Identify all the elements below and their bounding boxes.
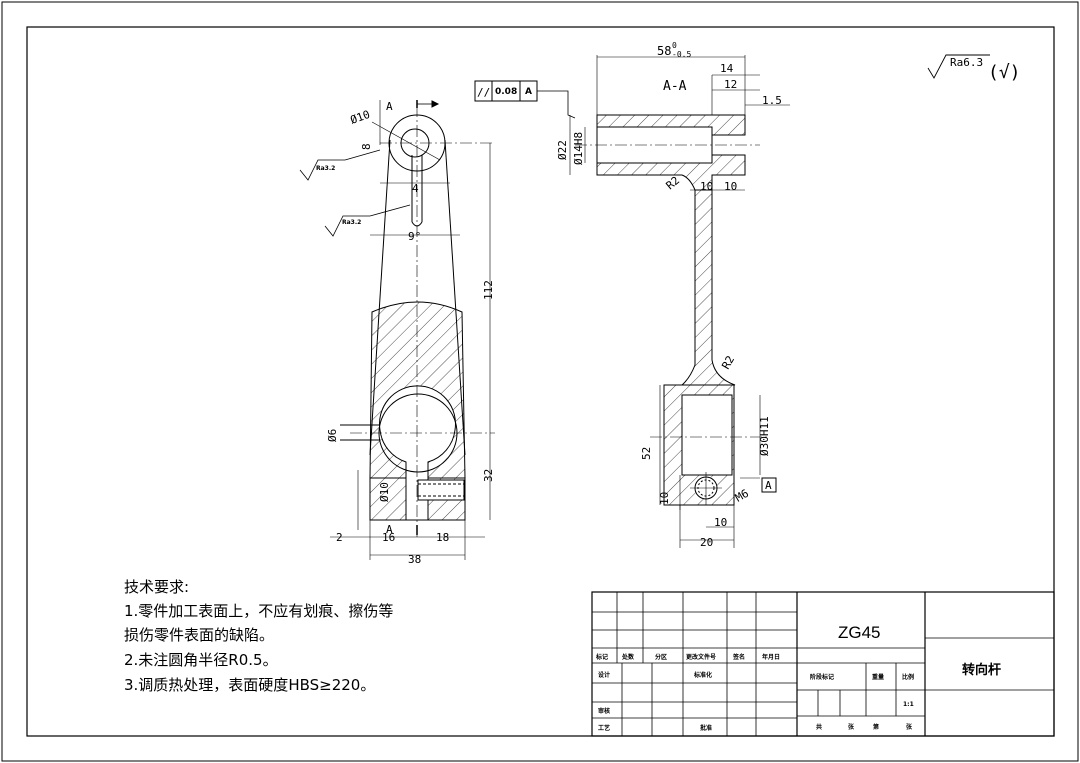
tb-stage: 阶段标记 bbox=[810, 673, 834, 681]
dim-d52: 52 bbox=[640, 447, 653, 460]
tb-review: 审核 bbox=[598, 707, 610, 715]
rough-1-label: Ra3.2 bbox=[316, 165, 335, 172]
dim-d38: 38 bbox=[408, 553, 421, 566]
global-roughness-symbol bbox=[927, 54, 990, 79]
dim-d10-bottom: 10 bbox=[714, 516, 727, 529]
tb-h-docno: 更改文件号 bbox=[686, 653, 716, 661]
tb-total: 共 bbox=[816, 723, 822, 731]
dim-d22: Ø22 bbox=[556, 140, 569, 160]
geometric-tolerance-frame bbox=[474, 80, 538, 102]
roughness-symbol-2 bbox=[324, 204, 411, 237]
dim-d16: 16 bbox=[382, 531, 395, 544]
tb-standard: 标准化 bbox=[693, 671, 712, 679]
tb-h-date: 年月日 bbox=[762, 653, 780, 661]
front-view bbox=[330, 100, 495, 560]
tolerance-value: 0.08 bbox=[495, 87, 517, 97]
dim-d4: 4 bbox=[412, 182, 419, 195]
dim-d10-top: Ø10 bbox=[349, 108, 372, 127]
title-material: ZG45 bbox=[838, 623, 881, 642]
tb-scale: 1:1 bbox=[903, 701, 914, 708]
dim-r2-mid: R2 bbox=[719, 354, 737, 372]
section-view bbox=[537, 55, 790, 548]
dim-d18: 18 bbox=[436, 531, 449, 544]
cut-bottom-label: A bbox=[386, 523, 393, 536]
others-roughness-mark: (√) bbox=[988, 62, 1021, 83]
dim-d1-5: 1.5 bbox=[762, 94, 782, 107]
title-block bbox=[591, 591, 1055, 737]
dim-d14h8: Ø14H8 bbox=[572, 132, 585, 165]
dim-d58-tol-upper: 0 bbox=[672, 41, 677, 50]
dim-d10-a: 10 bbox=[700, 180, 713, 193]
roughness-symbol-1 bbox=[299, 149, 381, 181]
tb-h-sign: 签名 bbox=[732, 653, 745, 661]
global-roughness-label: Ra6.3 bbox=[950, 56, 983, 69]
tb-sheet: 张 bbox=[906, 723, 913, 731]
tech-line-2: 损伤零件表面的缺陷。 bbox=[124, 626, 274, 644]
tb-scale-label: 比例 bbox=[902, 673, 914, 681]
tb-design: 设计 bbox=[598, 671, 610, 679]
dim-d20: 20 bbox=[700, 536, 713, 549]
datum-box-label: A bbox=[765, 479, 772, 492]
dim-d8: 8 bbox=[360, 143, 373, 150]
tech-title: 技术要求: bbox=[124, 578, 189, 596]
tolerance-datum: A bbox=[525, 87, 532, 97]
datum-box bbox=[761, 477, 777, 493]
tb-weight: 重量 bbox=[872, 673, 884, 681]
inner-border bbox=[26, 26, 1055, 737]
cut-top-label: A bbox=[386, 100, 393, 113]
tb-h-count: 处数 bbox=[621, 653, 635, 661]
tech-line-3: 2.未注圆角半径R0.5。 bbox=[124, 651, 278, 669]
dim-d30h11: Ø30H11 bbox=[758, 416, 771, 456]
tech-line-1: 1.零件加工表面上，不应有划痕、擦伤等 bbox=[124, 602, 393, 620]
tech-line-4: 3.调质热处理，表面硬度HBS≥220。 bbox=[124, 676, 375, 694]
dim-d10-bottom: Ø10 bbox=[378, 482, 391, 502]
dim-d10-left: 10 bbox=[658, 492, 671, 505]
front-hatch-body bbox=[369, 301, 466, 479]
tb-process: 工艺 bbox=[598, 724, 610, 732]
section-label: A-A bbox=[663, 79, 687, 94]
dim-d58-tol-lower: -0.5 bbox=[672, 50, 691, 59]
dim-d6: Ø6 bbox=[326, 429, 339, 442]
tb-h-zone: 分区 bbox=[655, 653, 667, 661]
dim-angle: 9° bbox=[408, 230, 421, 243]
tb-h-mark: 标记 bbox=[595, 653, 608, 661]
dim-d112: 112 bbox=[482, 280, 495, 300]
dim-d2: 2 bbox=[336, 531, 343, 544]
tb-approve: 批准 bbox=[700, 724, 712, 732]
section-arm bbox=[680, 189, 736, 386]
dim-d32: 32 bbox=[482, 469, 495, 482]
tolerance-symbol: // bbox=[477, 86, 490, 99]
dim-m6: M6 bbox=[733, 487, 751, 505]
dim-r2-top: R2 bbox=[664, 174, 683, 192]
dim-d58: 58 bbox=[657, 44, 671, 58]
rough-2-label: Ra3.2 bbox=[342, 219, 361, 226]
dim-d14: 14 bbox=[720, 62, 734, 75]
tb-sheets: 张 bbox=[848, 723, 855, 731]
tb-page: 第 bbox=[872, 723, 879, 731]
dim-d12: 12 bbox=[724, 78, 737, 91]
dim-d10-b: 10 bbox=[724, 180, 737, 193]
title-part-name: 转向杆 bbox=[962, 662, 1001, 678]
